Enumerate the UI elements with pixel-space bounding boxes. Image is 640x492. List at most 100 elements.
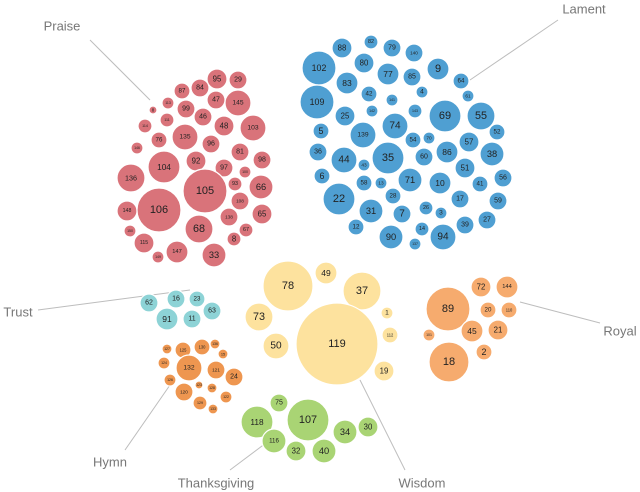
wisdom-bubble[interactable] (380, 306, 394, 320)
lament-bubble[interactable] (404, 43, 424, 63)
lament-bubble[interactable] (458, 131, 480, 153)
praise-bubble[interactable] (193, 107, 213, 127)
lament-bubble[interactable] (397, 167, 423, 193)
lament-bubble[interactable] (334, 105, 356, 127)
lament-bubble[interactable] (357, 158, 371, 172)
lament-bubble[interactable] (385, 93, 399, 107)
praise-bubble[interactable] (151, 250, 165, 264)
lament-bubble[interactable] (384, 187, 402, 205)
thanksgiving-bubble[interactable] (269, 393, 289, 413)
hymn-bubble[interactable] (161, 343, 173, 355)
praise-bubble[interactable] (130, 141, 144, 155)
hymn-bubble[interactable] (157, 356, 171, 370)
trust-bubble[interactable] (182, 309, 202, 329)
royal-bubble[interactable] (495, 275, 519, 299)
trust-bubble[interactable] (139, 293, 159, 313)
trust-bubble[interactable] (166, 289, 186, 309)
praise-bubble[interactable] (226, 231, 242, 247)
praise-bubble[interactable] (147, 150, 181, 184)
lament-bubble[interactable] (452, 72, 470, 90)
lament-bubble[interactable] (299, 84, 335, 120)
trust-bubble[interactable] (155, 307, 179, 331)
royal-bubble[interactable] (470, 276, 492, 298)
praise-bubble[interactable] (213, 115, 235, 137)
lament-bubble[interactable] (479, 141, 505, 167)
lament-bubble[interactable] (371, 141, 405, 175)
lament-bubble[interactable] (392, 204, 412, 224)
lament-bubble[interactable] (335, 71, 359, 95)
thanksgiving-bubble[interactable] (286, 398, 330, 442)
praise-bubble[interactable] (184, 214, 214, 244)
royal-bubble[interactable] (422, 328, 436, 342)
lament-bubble[interactable] (404, 131, 422, 149)
royal-bubble[interactable] (500, 301, 518, 319)
lament-bubble[interactable] (488, 191, 508, 211)
praise-bubble[interactable] (137, 118, 153, 134)
praise-bubble[interactable] (190, 78, 210, 98)
praise-bubble[interactable] (230, 191, 250, 211)
lament-bubble[interactable] (466, 101, 496, 131)
hymn-bubble[interactable] (209, 338, 221, 350)
lament-bubble[interactable] (407, 103, 423, 119)
praise-bubble[interactable] (136, 187, 182, 233)
hymn-bubble[interactable] (219, 390, 233, 404)
praise-bubble[interactable] (201, 134, 221, 154)
lament-bubble[interactable] (330, 146, 358, 174)
praise-bubble[interactable] (182, 168, 228, 214)
praise-bubble[interactable] (171, 123, 199, 151)
lament-bubble[interactable] (378, 224, 404, 250)
trust-bubble[interactable] (188, 290, 206, 308)
praise-bubble[interactable] (206, 68, 228, 90)
praise-bubble[interactable] (161, 96, 175, 110)
lament-bubble[interactable] (365, 104, 379, 118)
praise-bubble[interactable] (230, 142, 250, 162)
wisdom-bubble[interactable] (314, 261, 338, 285)
lament-bubble[interactable] (381, 112, 409, 140)
praise-bubble[interactable] (248, 174, 274, 200)
praise-bubble[interactable] (238, 165, 252, 179)
royal-bubble[interactable] (460, 319, 484, 343)
praise-bubble[interactable] (150, 131, 168, 149)
lament-bubble[interactable] (477, 210, 497, 230)
lament-bubble[interactable] (353, 52, 375, 74)
lament-bubble[interactable] (429, 223, 457, 251)
lament-bubble[interactable] (454, 157, 476, 179)
praise-bubble[interactable] (201, 242, 227, 268)
praise-bubble[interactable] (228, 70, 248, 90)
praise-bubble[interactable] (238, 222, 254, 238)
lament-bubble[interactable] (418, 200, 434, 216)
praise-bubble[interactable] (252, 150, 272, 170)
praise-bubble[interactable] (116, 163, 146, 193)
lament-bubble[interactable] (331, 37, 353, 59)
lament-bubble[interactable] (435, 140, 459, 164)
lament-bubble[interactable] (408, 237, 422, 251)
lament-bubble[interactable] (428, 171, 452, 195)
trust-bubble[interactable] (202, 301, 222, 321)
royal-bubble[interactable] (428, 341, 470, 383)
lament-bubble[interactable] (308, 142, 328, 162)
hymn-bubble[interactable] (217, 348, 229, 360)
lament-bubble[interactable] (402, 67, 422, 87)
lament-bubble[interactable] (450, 189, 470, 209)
thanksgiving-bubble[interactable] (261, 428, 287, 454)
lament-bubble[interactable] (376, 62, 400, 86)
royal-bubble[interactable] (475, 343, 493, 361)
wisdom-bubble[interactable] (373, 360, 395, 382)
praise-bubble[interactable] (224, 89, 252, 117)
praise-bubble[interactable] (148, 105, 158, 115)
wisdom-bubble[interactable] (381, 326, 399, 344)
hymn-bubble[interactable] (206, 382, 218, 394)
hymn-bubble[interactable] (224, 367, 244, 387)
hymn-bubble[interactable] (194, 380, 204, 390)
thanksgiving-bubble[interactable] (332, 419, 358, 445)
thanksgiving-bubble[interactable] (240, 405, 274, 439)
royal-bubble[interactable] (425, 286, 471, 332)
hymn-bubble[interactable] (175, 354, 203, 382)
lament-bubble[interactable] (363, 34, 379, 50)
wisdom-bubble[interactable] (262, 332, 290, 360)
lament-bubble[interactable] (313, 167, 331, 185)
thanksgiving-bubble[interactable] (357, 416, 379, 438)
lament-bubble[interactable] (488, 123, 506, 141)
praise-bubble[interactable] (214, 158, 234, 178)
lament-bubble[interactable] (355, 174, 373, 192)
